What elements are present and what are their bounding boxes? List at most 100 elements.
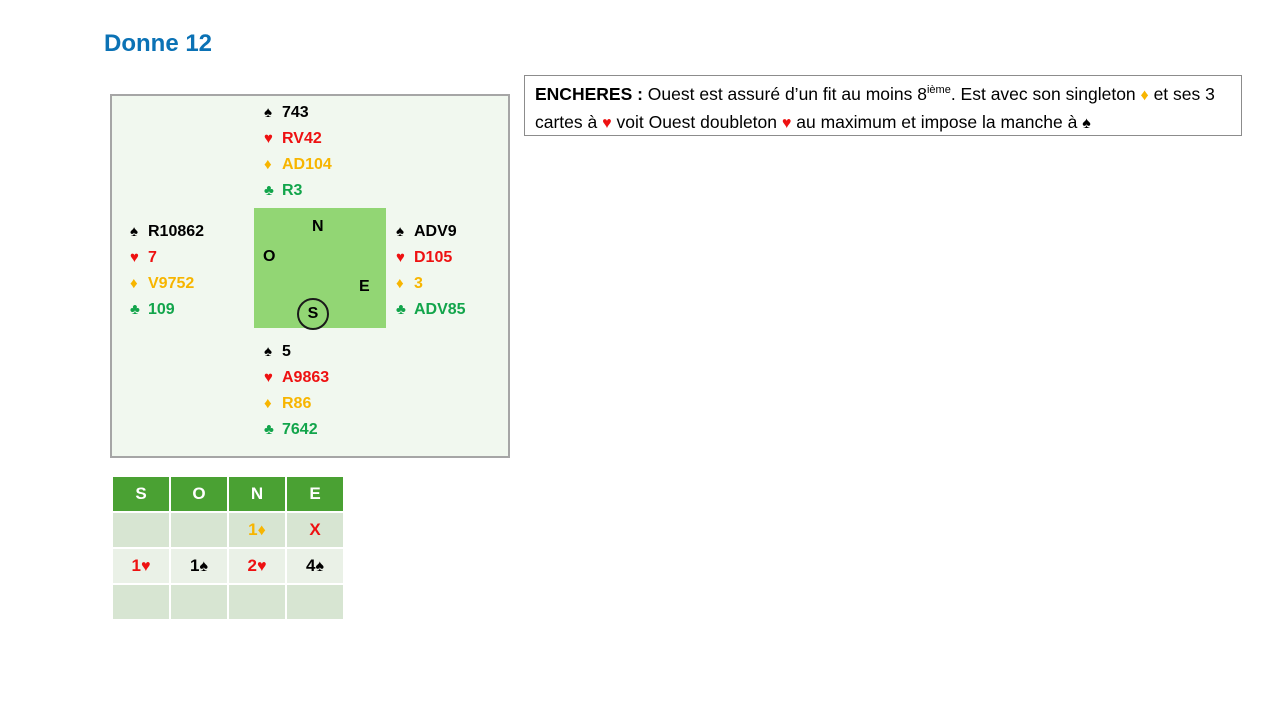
heart-icon: ♥	[781, 115, 792, 132]
club-icon: ♣	[396, 301, 406, 318]
heart-icon: ♥	[264, 369, 273, 386]
hand-south: ♠5 ♥A9863 ♦R86 ♣7642	[264, 339, 329, 443]
west-spades-cards: R10862	[148, 223, 205, 240]
east-clubs: ♣ADV85	[396, 297, 466, 323]
diamond-icon: ♦	[396, 275, 404, 292]
club-icon: ♣	[130, 301, 140, 318]
diamond-icon: ♦	[257, 522, 266, 539]
club-icon: ♣	[264, 182, 274, 199]
south-clubs: ♣ 7642	[264, 417, 329, 443]
east-spades: ♠ ADV9	[396, 219, 466, 245]
bid-cell: 1♥	[111, 547, 171, 585]
east-spades-cards: ADV9	[414, 223, 457, 240]
bid-cell	[111, 583, 171, 621]
spade-icon: ♠	[264, 104, 272, 121]
heart-icon: ♥	[602, 115, 612, 132]
commentary-text-5: au maximum et impose la manche à	[791, 112, 1083, 132]
bid-text: 1	[248, 520, 258, 539]
spade-icon: ♠	[1082, 115, 1091, 132]
page-title: Donne 12	[104, 30, 213, 57]
hand-east: ♠ADV9 ♥D105 ♦3 ♣ADV85	[396, 219, 466, 323]
north-diamonds: ♦ AD104	[264, 152, 332, 178]
commentary-text-3: et ses 3 cartes à	[535, 84, 1215, 132]
west-diamonds: ♦ V9752	[130, 271, 204, 297]
diamond-icon: ♦	[264, 395, 272, 412]
bid-cell	[169, 583, 229, 621]
diamond-icon: ♦	[264, 156, 272, 173]
compass-west-label: O	[263, 248, 276, 265]
north-clubs: ♣ R3	[264, 178, 332, 204]
west-clubs-cards: 109	[148, 301, 175, 318]
spade-icon: ♠	[315, 558, 324, 575]
south-spades: ♠5	[264, 339, 329, 365]
bidding-header-cell: N	[227, 475, 287, 513]
compass-table: N O E S	[254, 208, 386, 330]
diamond-icon: ♦	[130, 275, 138, 292]
bid-cell: 1♠	[169, 547, 229, 585]
south-diamonds: ♦ R86	[264, 391, 329, 417]
west-clubs: ♣ 109	[130, 297, 204, 323]
west-hearts-cards: 7	[148, 249, 157, 266]
south-hearts-cards: A9863	[282, 369, 330, 386]
north-spades-cards: 743	[282, 104, 309, 121]
compass-north-label: N	[312, 218, 324, 235]
bid-text: 1	[190, 556, 200, 575]
hand-west: ♠R10862 ♥7 ♦V9752 ♣109	[130, 219, 204, 323]
bid-text: 2	[247, 556, 257, 575]
dealer-marker: S	[297, 298, 329, 330]
east-hearts: ♥ D105	[396, 245, 466, 271]
commentary-text-4: voit Ouest doubleton	[611, 112, 782, 132]
heart-icon: ♥	[140, 558, 151, 575]
heart-icon: ♥	[396, 249, 405, 266]
south-spades-cards: 5	[282, 343, 291, 360]
east-diamonds: ♦3	[396, 271, 466, 297]
east-hearts-cards: D105	[414, 249, 453, 266]
heart-icon: ♥	[256, 558, 267, 575]
bidding-row: 1♦ X	[111, 511, 345, 549]
spade-icon: ♠	[396, 223, 404, 240]
bid-cell: 4♠	[285, 547, 345, 585]
bid-text: 4	[306, 556, 316, 575]
spade-icon: ♠	[264, 343, 272, 360]
north-diamonds-cards: AD104	[282, 156, 332, 173]
bid-text: X	[309, 520, 321, 539]
bid-cell	[285, 583, 345, 621]
diamond-icon: ♦	[1140, 87, 1149, 104]
north-spades: ♠ 743	[264, 100, 332, 126]
commentary-text-1: Ouest est assuré d’un fit au moins 8	[642, 84, 927, 104]
bid-cell: X	[285, 511, 345, 549]
south-diamonds-cards: R86	[282, 395, 312, 412]
bid-cell	[227, 583, 287, 621]
spade-icon: ♠	[199, 558, 208, 575]
bid-text: 1	[131, 556, 141, 575]
club-icon: ♣	[264, 421, 274, 438]
compass-east-label: E	[359, 278, 370, 295]
bidding-header-row: S O N E	[111, 475, 345, 513]
north-hearts-cards: RV42	[282, 130, 322, 147]
bidding-commentary: ENCHERES : Ouest est assuré d’un fit au …	[524, 75, 1242, 136]
bidding-header-cell: O	[169, 475, 229, 513]
east-diamonds-cards: 3	[414, 275, 423, 292]
south-clubs-cards: 7642	[282, 421, 318, 438]
hand-north: ♠ 743 ♥ RV42 ♦ AD104 ♣ R3	[264, 100, 332, 204]
bid-cell	[169, 511, 229, 549]
spade-icon: ♠	[130, 223, 138, 240]
heart-icon: ♥	[264, 130, 273, 147]
north-clubs-cards: R3	[282, 182, 303, 199]
west-hearts: ♥7	[130, 245, 204, 271]
heart-icon: ♥	[130, 249, 139, 266]
north-hearts: ♥ RV42	[264, 126, 332, 152]
west-spades: ♠ R10862	[130, 219, 204, 245]
bid-cell: 2♥	[227, 547, 287, 585]
bid-cell: 1♦	[227, 511, 287, 549]
bidding-header-cell: S	[111, 475, 171, 513]
compass-south-label: S	[307, 305, 319, 322]
bidding-row	[111, 583, 345, 621]
commentary-text-2: . Est avec son singleton	[950, 84, 1141, 104]
west-diamonds-cards: V9752	[148, 275, 195, 292]
bidding-row: 1♥1♠2♥4♠	[111, 547, 345, 585]
bid-cell	[111, 511, 171, 549]
commentary-superscript: ième	[926, 84, 951, 96]
bidding-header-cell: E	[285, 475, 345, 513]
